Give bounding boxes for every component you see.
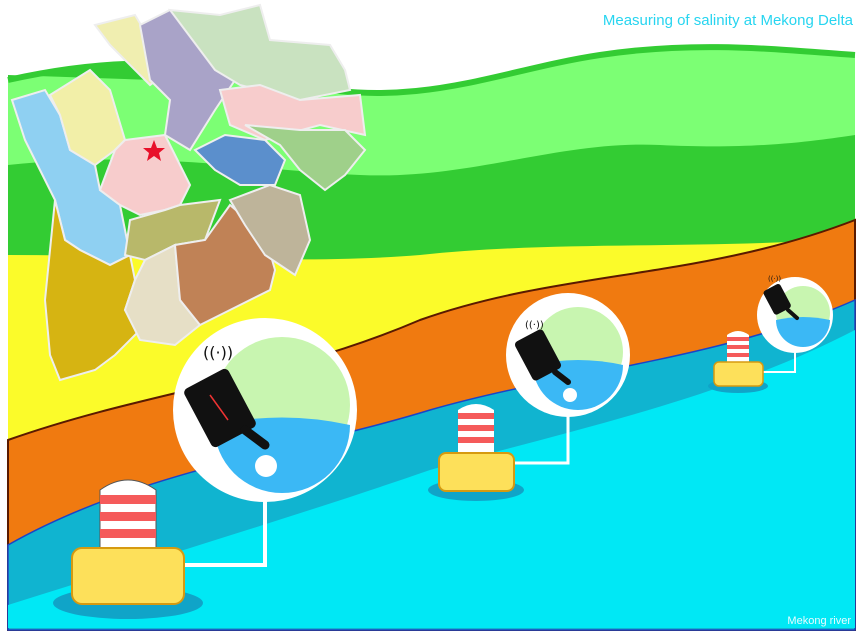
salinity-sensor-icon [184, 368, 270, 450]
monitoring-station-1: ((·)) [53, 318, 357, 619]
cable [185, 500, 267, 567]
diagram-title: Measuring of salinity at Mekong Delta [602, 12, 853, 29]
monitoring-station-3: ((·)) [708, 275, 833, 393]
monitoring-station-2: ((·)) [428, 293, 630, 501]
antenna-signal-icon: ((·)) [203, 343, 233, 362]
svg-text:((·)): ((·)) [768, 275, 781, 283]
river-water [8, 330, 855, 628]
svg-text:((·)): ((·)) [525, 320, 544, 331]
red-star-icon [143, 140, 165, 161]
buoy-icon [71, 479, 185, 605]
map-of-mekong-delta [10, 3, 367, 382]
river-label: Mekong river [787, 615, 851, 627]
